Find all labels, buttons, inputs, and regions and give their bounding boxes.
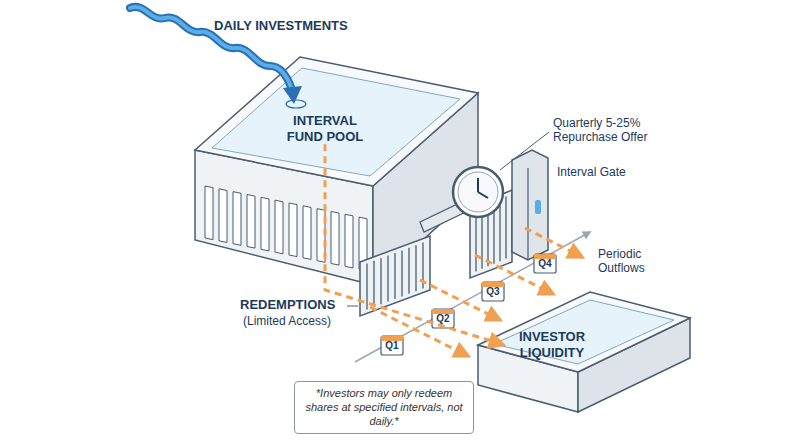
building-slat xyxy=(247,195,255,249)
gate-post-light xyxy=(535,200,541,214)
gate-bar xyxy=(475,209,476,271)
gate-post-edge xyxy=(527,168,528,260)
calendar-tag xyxy=(534,254,556,273)
leader-line xyxy=(347,306,358,307)
clock-hand xyxy=(478,192,488,198)
callout-number: Q4 xyxy=(534,258,556,270)
node-text: *Investors may only redeem shares at spe… xyxy=(302,387,466,428)
callout-number: Q1 xyxy=(381,340,403,352)
clock-hand xyxy=(477,178,479,192)
node-text: INTERVAL FUND POOL xyxy=(277,113,373,144)
building-slat xyxy=(289,203,297,257)
callout-label: Quarterly 5-25% Repurchase Offer xyxy=(553,116,665,145)
note-box: *Investors may only redeem shares at spe… xyxy=(294,381,474,434)
calendar-tag xyxy=(381,336,403,355)
flow-connector xyxy=(325,144,503,344)
building-slat xyxy=(233,192,241,246)
heading-label: DAILY INVESTMENTS xyxy=(214,18,348,34)
callout-label: (Limited Access) xyxy=(243,314,331,328)
gate-bar xyxy=(373,261,374,307)
calendar-body xyxy=(381,336,403,355)
liquidity-water xyxy=(494,300,674,364)
calendar-body xyxy=(534,254,556,273)
gate-bar xyxy=(499,199,500,261)
building-slat xyxy=(303,206,311,260)
building-slat xyxy=(261,197,269,251)
building-slat xyxy=(345,214,353,268)
ripple xyxy=(286,100,306,108)
gate-bar xyxy=(415,245,416,291)
outflow-arrow xyxy=(525,228,582,257)
gate-bar xyxy=(505,197,506,259)
building-top-rim xyxy=(195,57,478,186)
building-slat xyxy=(331,211,339,265)
gate-bar xyxy=(366,263,367,309)
calendar-tag xyxy=(482,282,504,301)
callout-number: Q2 xyxy=(432,313,454,325)
pool-label-area: INVESTOR LIQUIDITY xyxy=(505,329,599,360)
gate-bar xyxy=(394,253,395,299)
building-slat xyxy=(275,200,283,254)
gate-post xyxy=(512,150,548,260)
inflow-arrowhead xyxy=(283,86,302,104)
callout-label: REDEMPTIONS xyxy=(240,297,335,313)
pool-water xyxy=(212,68,460,176)
building-slat xyxy=(205,186,213,240)
pool-label-area: INTERVAL FUND POOL xyxy=(277,113,373,144)
gate-clock-face xyxy=(458,172,498,212)
callout-label: Periodic Outflows xyxy=(598,247,668,276)
callout-number: Q3 xyxy=(482,286,504,298)
outflow-arrow xyxy=(370,307,468,356)
gate-bar xyxy=(408,248,409,294)
calendar-body xyxy=(482,282,504,301)
callout-label: Interval Gate xyxy=(557,165,626,179)
node-text: INVESTOR LIQUIDITY xyxy=(505,329,599,360)
gate-bar xyxy=(401,250,402,296)
gate-clock xyxy=(453,167,503,217)
gate-bar xyxy=(380,258,381,304)
building-slat xyxy=(219,189,227,243)
liquidity-rim xyxy=(478,292,690,372)
leader-line xyxy=(500,132,549,170)
gate-bar xyxy=(387,256,388,302)
